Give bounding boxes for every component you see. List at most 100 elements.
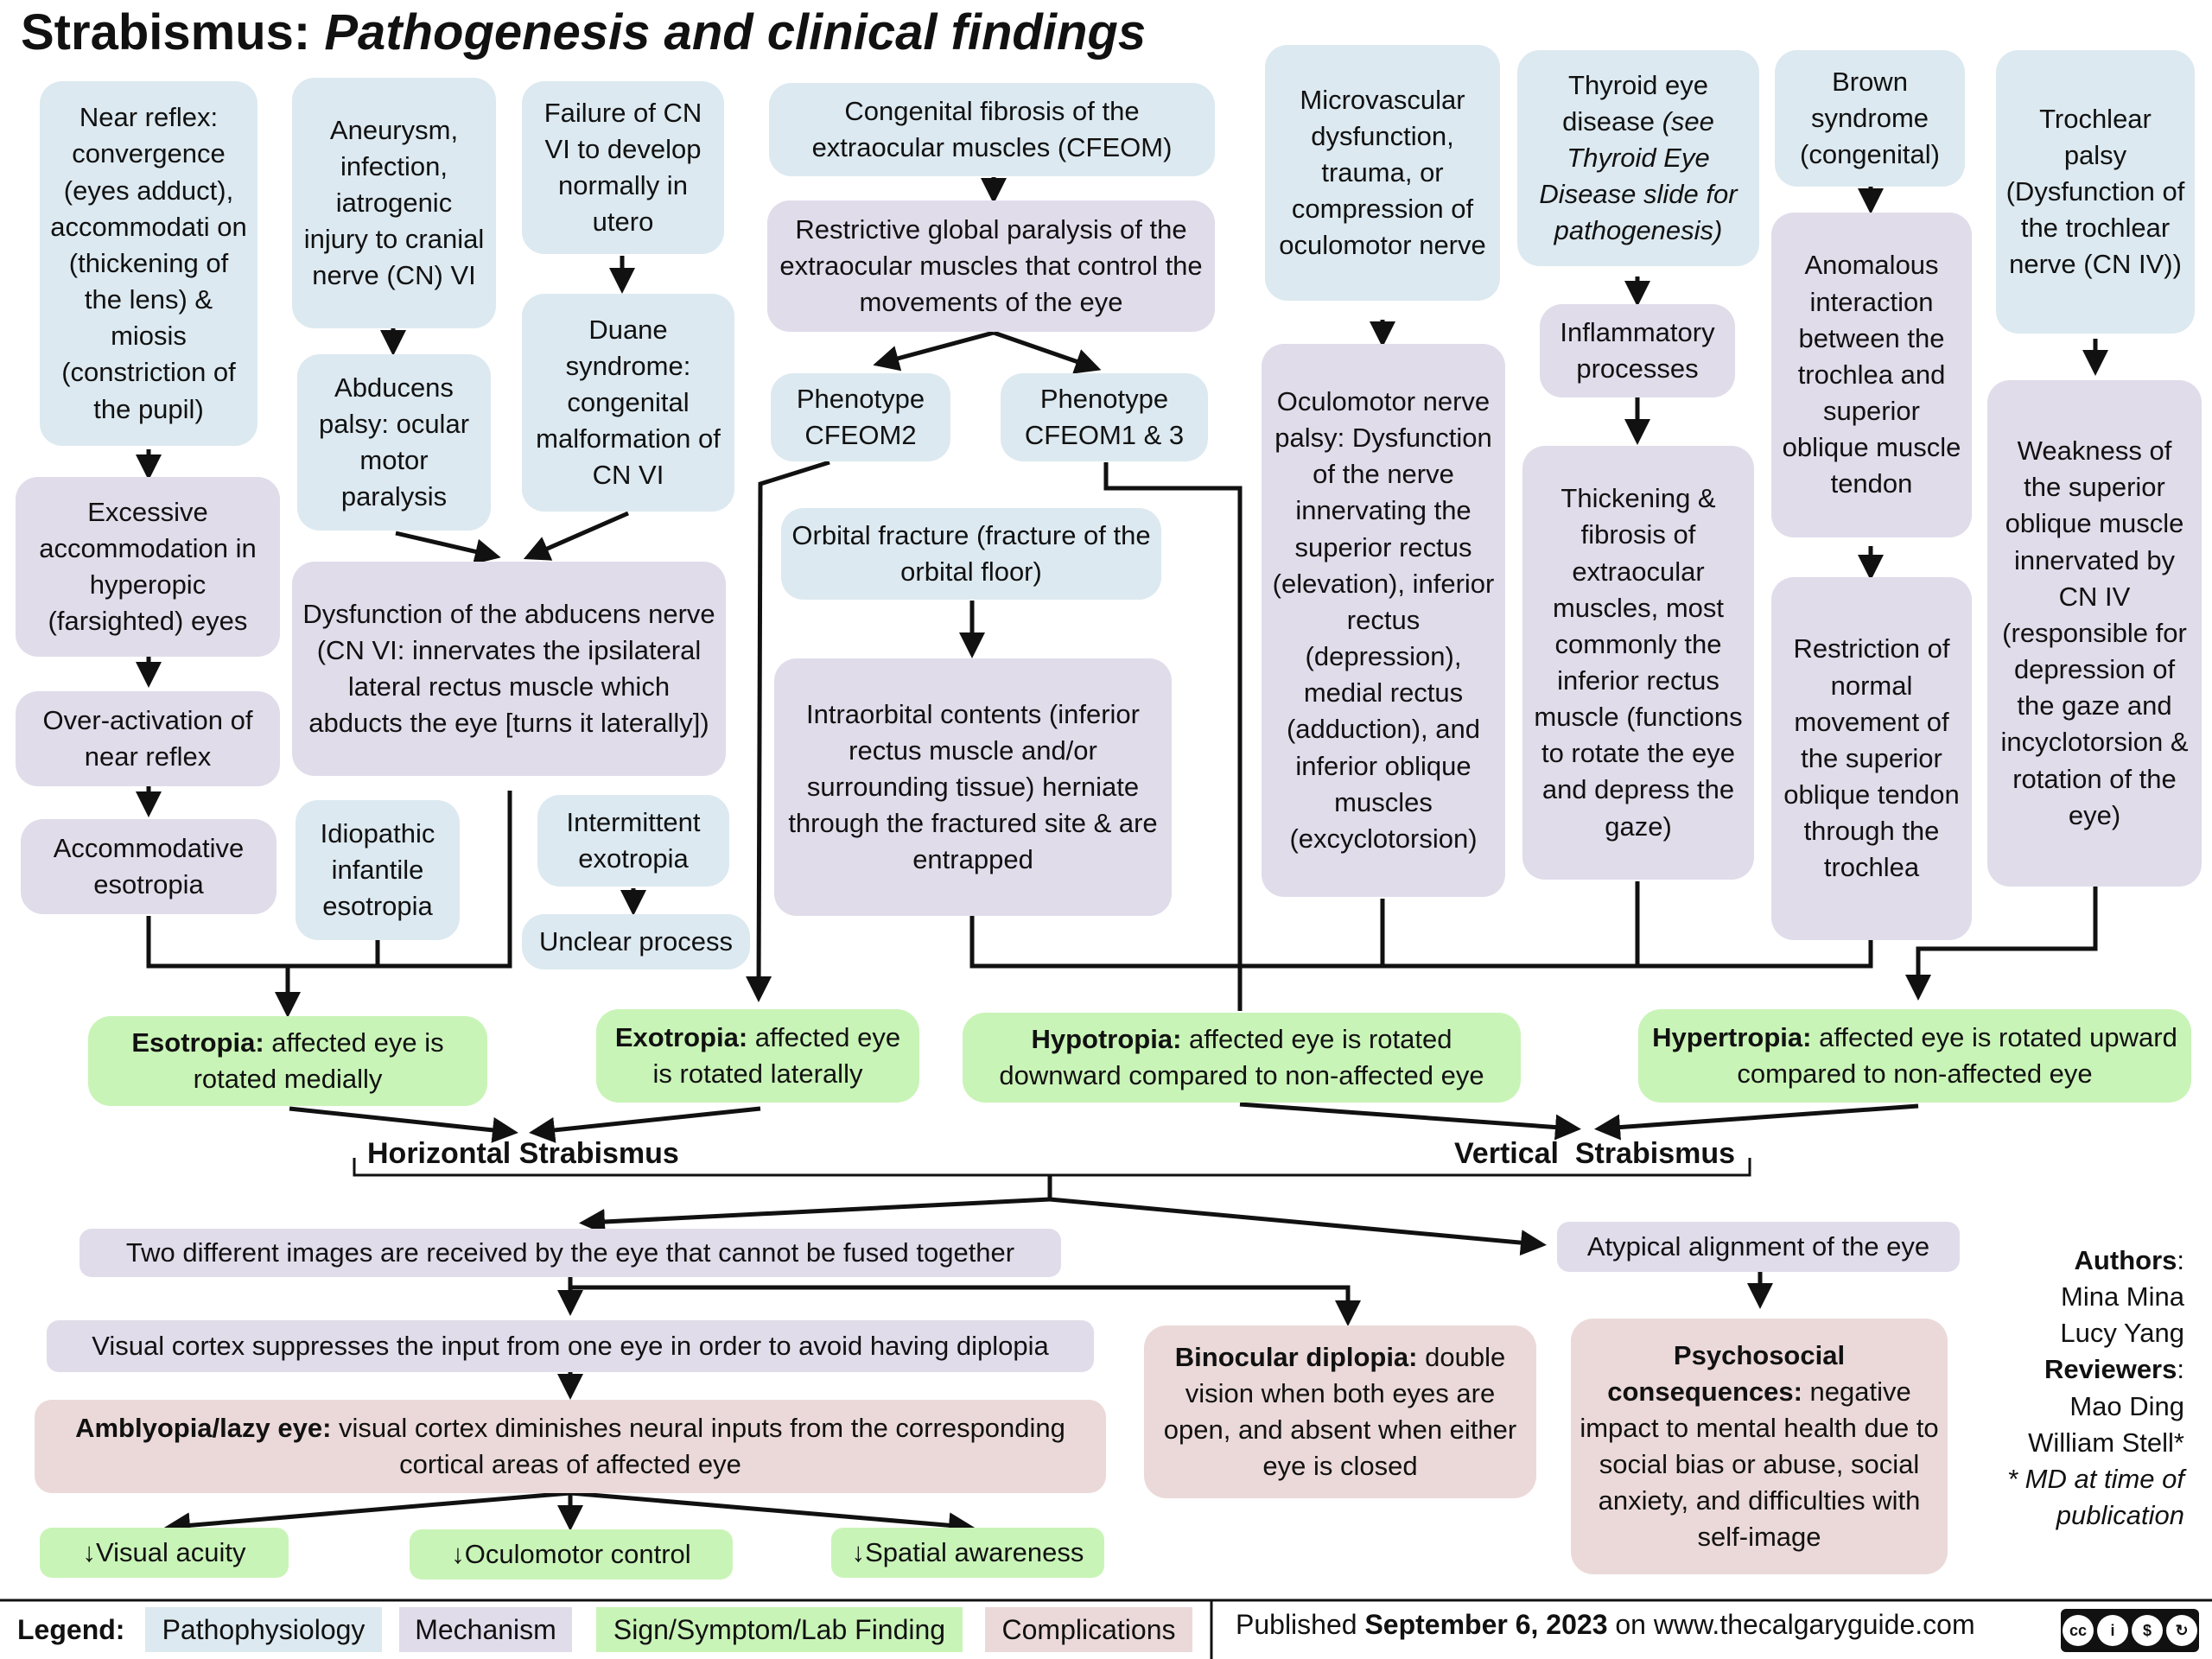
intraorbital-herniation-box: Intraorbital contents (inferior rectus m… xyxy=(774,658,1172,916)
thyroid-eye-disease-box: Thyroid eye disease (see Thyroid Eye Dis… xyxy=(1517,50,1759,266)
line-eso-merge xyxy=(146,791,512,969)
amblyopia-box: Amblyopia/lazy eye: visual cortex dimini… xyxy=(35,1400,1106,1493)
two-images-box: Two different images are received by the… xyxy=(79,1229,1061,1277)
diplopia-term: Binocular diplopia: xyxy=(1174,1341,1418,1372)
arrow-eso-horizontal xyxy=(289,1106,518,1143)
author-1: Mina Mina xyxy=(2061,1281,2184,1313)
published-post: on www.thecalgaryguide.com xyxy=(1615,1609,1975,1640)
hypotropia-box: Hypotropia: affected eye is rotated down… xyxy=(963,1013,1521,1103)
amblyopia-desc: visual cortex diminishes neural inputs f… xyxy=(331,1412,1065,1479)
intermittent-exotropia-box: Intermittent exotropia xyxy=(537,795,729,887)
inflammatory-box: Inflammatory processes xyxy=(1540,304,1735,397)
phenotype-cfeom2-box: Phenotype CFEOM2 xyxy=(771,373,950,461)
esotropia-term: Esotropia: xyxy=(131,1027,264,1058)
hypertropia-box: Hypertropia: affected eye is rotated upw… xyxy=(1638,1009,2191,1103)
thyroid-disease-label: Thyroid eye disease xyxy=(1562,69,1708,137)
microvascular-box: Microvascular dysfunction, trauma, or co… xyxy=(1265,45,1500,301)
orbital-fracture-box: Orbital fracture (fracture of the orbita… xyxy=(781,508,1161,600)
creative-commons-badge: cc i $ ↻ xyxy=(2061,1609,2199,1652)
nc-icon: $ xyxy=(2132,1615,2163,1646)
near-reflex-box: Near reflex: convergence (eyes adduct), … xyxy=(40,81,257,446)
psych-term: Psychosocial consequences: xyxy=(1607,1339,1846,1407)
oculomotor-palsy-box: Oculomotor nerve palsy: Dysfunction of t… xyxy=(1262,344,1505,897)
abducens-palsy-box: Abducens palsy: ocular motor paralysis xyxy=(297,354,491,531)
arrow-amblyopia-acuity xyxy=(164,1491,571,1539)
arrow-abducens-dysfunction xyxy=(395,531,501,565)
published-line: Published September 6, 2023 on www.theca… xyxy=(1236,1609,1975,1641)
accommodative-esotropia-box: Accommodative esotropia xyxy=(21,819,276,914)
page-title: Strabismus: Pathogenesis and clinical fi… xyxy=(21,3,1146,61)
restriction-movement-box: Restriction of normal movement of the su… xyxy=(1771,577,1972,940)
cfeom-box: Congenital fibrosis of the extraocular m… xyxy=(769,83,1215,176)
arrow-hyper-vertical xyxy=(1594,1103,1919,1141)
arrow-duane-dysfunction xyxy=(523,511,630,561)
restrictive-paralysis-box: Restrictive global paralysis of the extr… xyxy=(767,200,1215,332)
atypical-alignment-box: Atypical alignment of the eye xyxy=(1557,1222,1960,1272)
exotropia-desc: affected eye is rotated laterally xyxy=(652,1021,901,1089)
published-pre: Published xyxy=(1236,1609,1357,1640)
spatial-awareness-box: ↓Spatial awareness xyxy=(831,1528,1104,1578)
aneurysm-box: Aneurysm, infection, iatrogenic injury t… xyxy=(292,78,496,328)
title-subtitle: Pathogenesis and clinical findings xyxy=(324,4,1147,60)
reviewer-1: Mao Ding xyxy=(2069,1390,2184,1421)
brown-syndrome-box: Brown syndrome (congenital) xyxy=(1775,50,1965,187)
trochlear-palsy-box: Trochlear palsy (Dysfunction of the troc… xyxy=(1996,50,2195,334)
arrow-amblyopia-spatial xyxy=(569,1491,975,1539)
failure-cn6-box: Failure of CN VI to develop normally in … xyxy=(522,81,724,254)
cc-icon: cc xyxy=(2063,1615,2094,1646)
horizontal-strabismus-label: Horizontal Strabismus xyxy=(367,1137,679,1170)
duane-syndrome-box: Duane syndrome: congenital malformation … xyxy=(522,294,734,512)
exotropia-term: Exotropia: xyxy=(614,1021,748,1052)
visual-cortex-box: Visual cortex suppresses the input from … xyxy=(47,1320,1094,1372)
hypertropia-desc: affected eye is rotated upward compared … xyxy=(1737,1021,2177,1089)
legend-mechanism: Mechanism xyxy=(399,1607,572,1652)
title-main: Strabismus: xyxy=(21,4,311,60)
line-vertical-merge xyxy=(969,916,1873,969)
esotropia-box: Esotropia: affected eye is rotated media… xyxy=(88,1016,487,1106)
by-icon: i xyxy=(2097,1615,2128,1646)
arrow-to-atypical xyxy=(1049,1197,1547,1256)
arrow-to-two-images xyxy=(579,1197,1051,1235)
abducens-dysfunction-box: Dysfunction of the abducens nerve (CN VI… xyxy=(292,562,726,776)
author-note: * MD at time of publication xyxy=(2007,1463,2184,1531)
arrow-hypo-vertical xyxy=(1239,1102,1581,1141)
arrow-restrictive-pheno13 xyxy=(993,330,1102,374)
author-2: Lucy Yang xyxy=(2060,1318,2184,1349)
arrow-exo-horizontal xyxy=(529,1106,761,1143)
arrow-two-diplopia xyxy=(570,1285,1361,1326)
thickening-fibrosis-box: Thickening & fibrosis of extraocular mus… xyxy=(1522,446,1754,880)
legend-pathophysiology: Pathophysiology xyxy=(145,1607,382,1652)
legend-label: Legend: xyxy=(17,1613,125,1645)
line-pheno2-exotropia xyxy=(746,460,830,1002)
psych-desc: negative impact to mental health due to … xyxy=(1580,1376,1939,1553)
binocular-diplopia-box: Binocular diplopia: double vision when b… xyxy=(1144,1325,1536,1498)
sa-icon: ↻ xyxy=(2166,1615,2197,1646)
line-pheno13-hypotropia xyxy=(1103,462,1243,1011)
legend-sign: Sign/Symptom/Lab Finding xyxy=(596,1607,963,1652)
overactivation-box: Over-activation of near reflex xyxy=(16,691,280,786)
authors-block: Authors: Mina Mina Lucy Yang Reviewers: … xyxy=(1953,1243,2184,1534)
psychosocial-box: Psychosocial consequences: negative impa… xyxy=(1571,1319,1948,1574)
arrow-trochlear-hypertropia xyxy=(1905,886,2098,1001)
hypertropia-term: Hypertropia: xyxy=(1652,1021,1812,1052)
reviewer-2: William Stell* xyxy=(2028,1427,2184,1458)
amblyopia-term: Amblyopia/lazy eye: xyxy=(75,1412,332,1443)
visual-acuity-box: ↓Visual acuity xyxy=(40,1528,289,1578)
phenotype-cfeom13-box: Phenotype CFEOM1 & 3 xyxy=(1001,373,1208,461)
published-date: September 6, 2023 xyxy=(1364,1609,1608,1640)
unclear-process-box: Unclear process xyxy=(522,914,750,969)
superior-oblique-weakness-box: Weakness of the superior oblique muscle … xyxy=(1987,380,2202,887)
thyroid-disease-note: (see Thyroid Eye Disease slide for patho… xyxy=(1539,105,1738,246)
reviewers-label: Reviewers xyxy=(2044,1354,2177,1385)
vertical-strabismus-label: Vertical Strabismus xyxy=(1454,1137,1736,1170)
arrow-restrictive-pheno2 xyxy=(873,330,995,372)
hypotropia-desc: affected eye is rotated downward compare… xyxy=(999,1023,1484,1090)
hypotropia-term: Hypotropia: xyxy=(1031,1023,1182,1054)
authors-label: Authors xyxy=(2074,1245,2177,1275)
esotropia-desc: affected eye is rotated medially xyxy=(193,1027,444,1094)
oculomotor-control-box: ↓Oculomotor control xyxy=(410,1529,733,1580)
idiopathic-esotropia-box: Idiopathic infantile esotropia xyxy=(296,800,460,940)
excessive-accommodation-box: Excessive accommodation in hyperopic (fa… xyxy=(16,477,280,657)
diplopia-desc: double vision when both eyes are open, a… xyxy=(1163,1341,1517,1482)
